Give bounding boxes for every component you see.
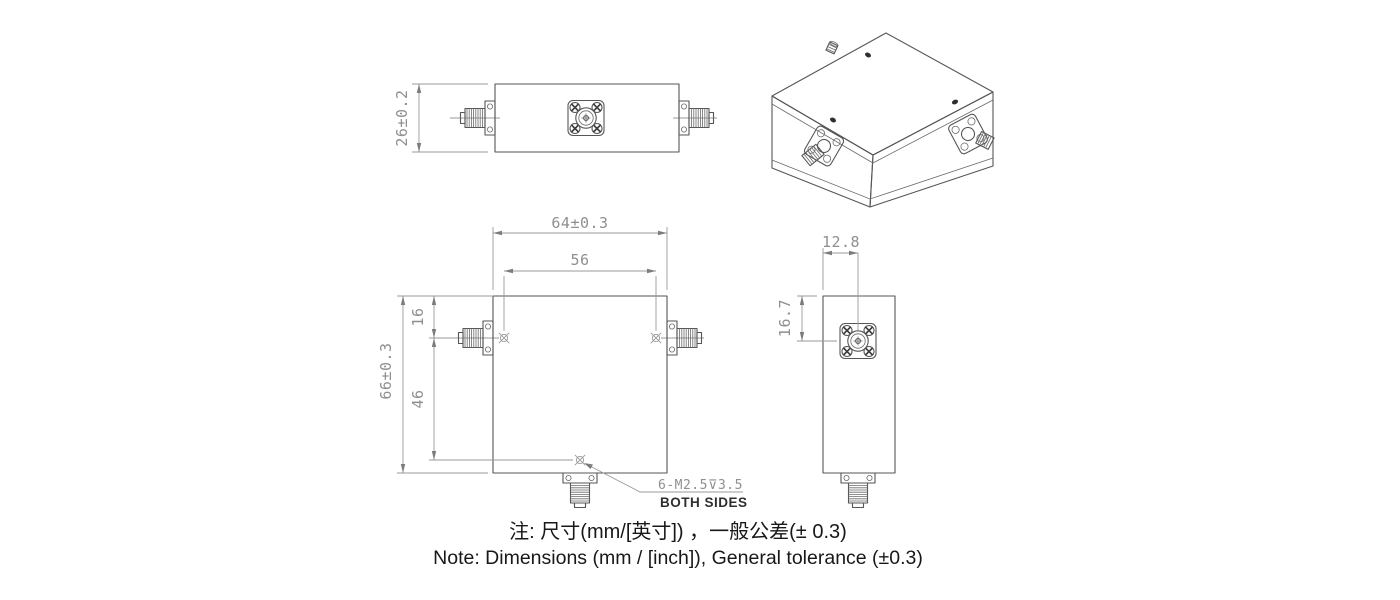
front-view: 64±0.3 56 16 46 66±0.3 6-M2.5⊽3.5 BOTH S… [377,214,748,510]
dim-64-lines [492,227,668,290]
dim-port-offset-top: 16 [409,307,427,326]
dim-66-lines [397,296,488,474]
front-view-body [492,295,668,474]
top-view: 26±0.2 [393,83,717,153]
dim-side-port-y: 16.7 [776,299,794,337]
dim-top-view-height: 26±0.2 [393,89,411,146]
dim-hole-spacing: 56 [570,251,589,269]
iso-right-face [869,91,994,208]
screw-spec-label: 6-M2.5⊽3.5 [658,478,743,493]
note-line-cn: 注: 尺寸(mm/[英寸]) ，一般公差(± 0.3) [509,521,847,543]
dim-front-width: 64±0.3 [551,214,608,232]
dim-12p8-lines [822,248,859,332]
dim-side-port-x: 12.8 [822,233,860,251]
side-view-body [822,295,896,474]
dim-front-height: 66±0.3 [377,342,395,399]
dim-56-lines [503,270,657,331]
isometric-view [771,32,995,208]
side-view: 12.8 16.7 [776,233,896,509]
dim-46-lines [429,338,573,461]
screw-note-label: BOTH SIDES [660,495,748,510]
mounting-hole-bottom [574,454,586,466]
mounting-hole-right [650,332,662,344]
dim-hole-offset-bottom: 46 [409,389,427,408]
sma-barrel-iso-left-icon [801,143,825,167]
dim-26-lines [412,83,488,153]
sma-barrel-iso-right-icon [975,130,995,150]
note-line-en: Note: Dimensions (mm / [inch]), General … [433,547,923,569]
sma-connector-front-bottom-icon [562,472,598,509]
sma-connector-side-bottom-icon [840,472,876,509]
mounting-hole-left [498,332,510,344]
flange-connector-top-icon [567,99,605,137]
sma-connector-rear-icon [825,40,839,55]
iso-top-face [771,32,994,156]
screw-callout-leader [585,463,743,493]
